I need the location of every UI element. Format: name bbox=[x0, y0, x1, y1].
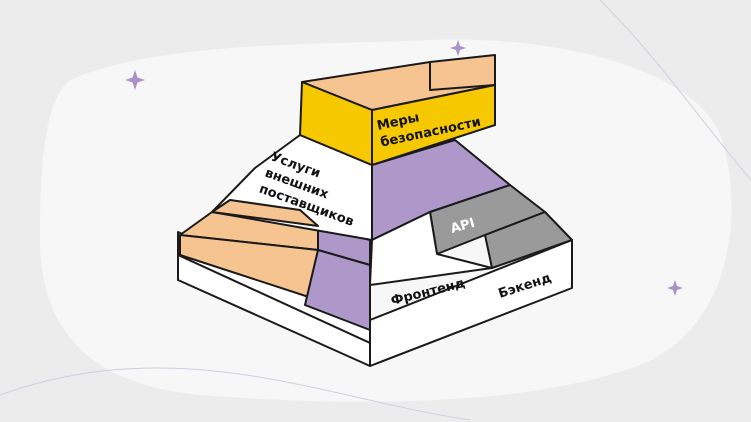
vendors-face-orange bbox=[211, 199, 319, 227]
background-curve bbox=[0, 367, 471, 421]
api-label: API bbox=[449, 216, 477, 237]
background-curve bbox=[599, 0, 751, 181]
sparkle-icon bbox=[450, 40, 466, 56]
base-right-side bbox=[369, 239, 573, 367]
sparkle-icon bbox=[125, 70, 145, 90]
frontend-top bbox=[369, 211, 493, 286]
backend-top bbox=[484, 211, 573, 269]
left-step-side-purple bbox=[304, 249, 371, 331]
security-block-side bbox=[371, 84, 496, 166]
security-block-handle bbox=[429, 54, 496, 91]
sparkle-icon bbox=[667, 280, 683, 296]
